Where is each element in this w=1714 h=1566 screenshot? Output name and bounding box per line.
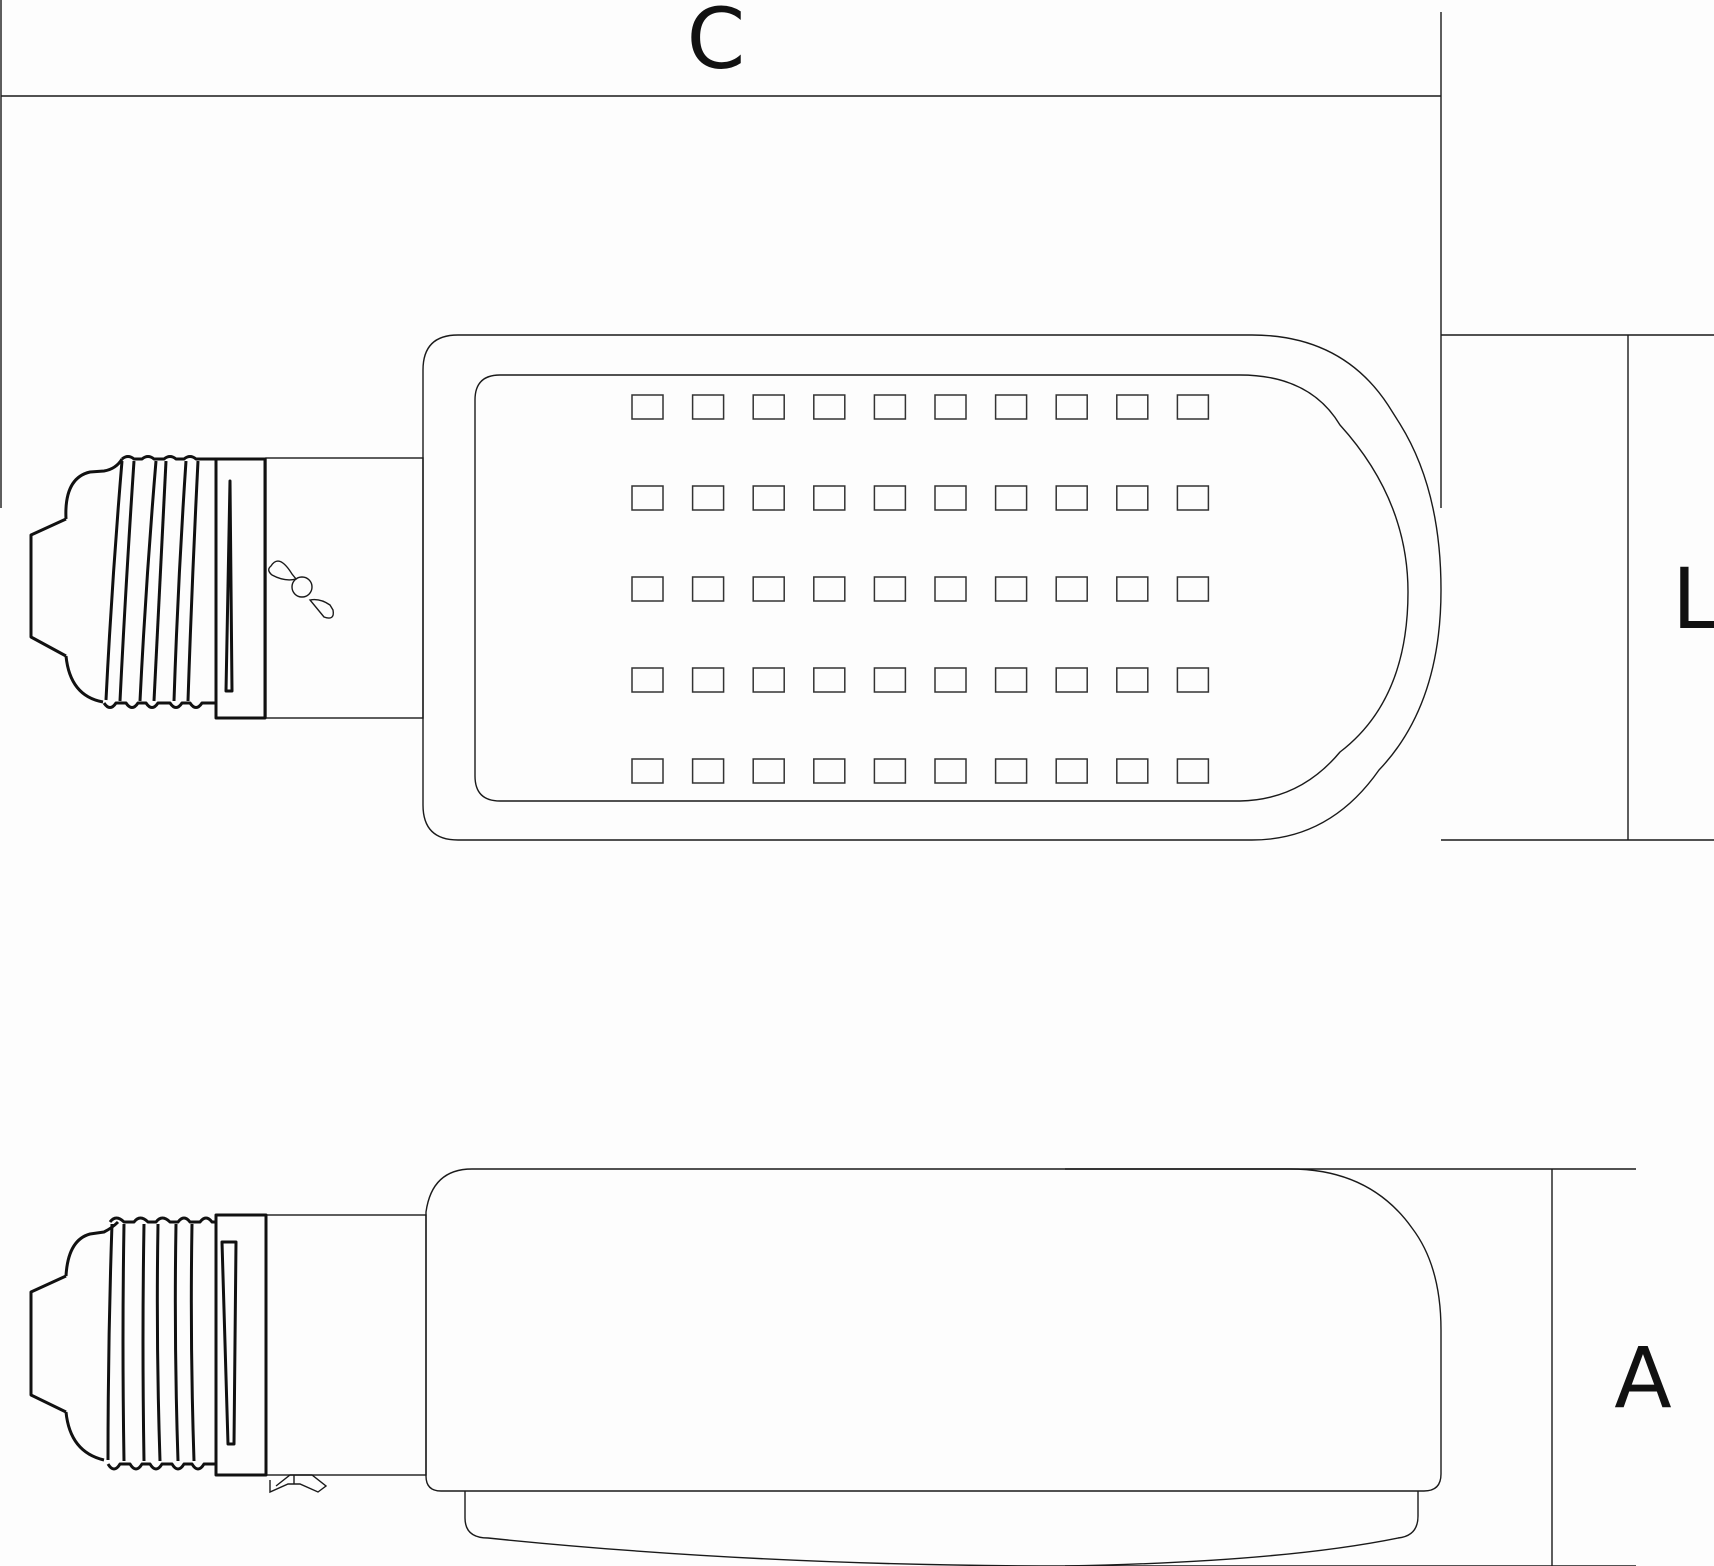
- led-chip: [1176, 485, 1210, 511]
- led-array: [631, 394, 1210, 784]
- led-chip: [1116, 758, 1149, 784]
- led-chip: [994, 758, 1028, 784]
- led-chip: [752, 758, 785, 784]
- led-chip: [873, 485, 907, 511]
- top-view-base-tip: [29, 517, 67, 658]
- led-chip: [1055, 667, 1088, 693]
- side-view-base-tip: [29, 1274, 67, 1414]
- led-chip: [691, 485, 725, 511]
- led-chip: [691, 576, 725, 602]
- dimension-l-label: L: [1672, 550, 1714, 648]
- dimension-l: L: [1441, 334, 1714, 841]
- thread-ridge: [186, 460, 200, 702]
- side-view-screw-base: [29, 1213, 268, 1477]
- led-chip: [1055, 485, 1088, 511]
- thread-ridge: [155, 1223, 162, 1462]
- led-chip: [934, 667, 967, 693]
- led-chip: [1116, 667, 1149, 693]
- led-chip: [813, 485, 846, 511]
- top-view-wing-nut: [268, 560, 334, 619]
- led-chip: [873, 394, 907, 420]
- side-view-neck: [265, 1214, 427, 1476]
- top-view-base-collar: [214, 457, 267, 720]
- led-chip: [873, 758, 907, 784]
- thread-ridge: [189, 1223, 196, 1462]
- led-chip: [873, 667, 907, 693]
- thread-ridge: [173, 1223, 180, 1462]
- led-chip: [631, 394, 664, 420]
- led-chip: [631, 758, 664, 784]
- led-chip: [1176, 758, 1210, 784]
- led-chip: [813, 667, 846, 693]
- led-chip: [752, 576, 785, 602]
- thread-ridge: [106, 1223, 114, 1461]
- top-view-housing-outer: [422, 334, 1442, 841]
- led-chip: [1176, 667, 1210, 693]
- top-view-screw-base: [29, 455, 267, 720]
- side-view-lens: [464, 1491, 1419, 1566]
- top-view-collar-groove: [224, 479, 234, 693]
- thread-ridge: [172, 460, 188, 702]
- side-view-base-shoulder: [64, 1220, 120, 1462]
- top-view: [29, 334, 1442, 841]
- top-view-neck: [265, 457, 424, 719]
- dimension-c-label: C: [687, 0, 746, 88]
- led-chip: [994, 394, 1028, 420]
- led-chip: [752, 485, 785, 511]
- led-chip: [994, 667, 1028, 693]
- led-chip: [934, 394, 967, 420]
- led-chip: [1176, 394, 1210, 420]
- led-chip: [1116, 485, 1149, 511]
- thread-ridge: [118, 460, 136, 702]
- dimension-c: C: [0, 0, 1442, 508]
- thread-ridge: [121, 1223, 126, 1462]
- side-view-wing-nut: [269, 1474, 328, 1494]
- thread-ridge: [152, 460, 168, 702]
- led-chip: [813, 394, 846, 420]
- led-chip: [752, 394, 785, 420]
- top-view-base-shoulder: [64, 458, 124, 704]
- led-chip: [813, 576, 846, 602]
- side-view: [29, 1168, 1442, 1566]
- led-chip: [691, 394, 725, 420]
- led-chip: [813, 758, 846, 784]
- led-chip: [934, 576, 967, 602]
- thread-ridge: [104, 460, 124, 701]
- led-chip: [691, 667, 725, 693]
- led-chip: [1055, 758, 1088, 784]
- led-chip: [1116, 576, 1149, 602]
- led-chip: [631, 485, 664, 511]
- thread-ridge: [141, 1223, 146, 1462]
- led-chip: [934, 758, 967, 784]
- led-chip: [631, 667, 664, 693]
- dimension-a-label: A: [1614, 1329, 1671, 1427]
- top-view-light-panel: [474, 374, 1409, 802]
- side-view-base-collar: [214, 1213, 268, 1477]
- led-chip: [1176, 576, 1210, 602]
- side-view-collar-groove: [220, 1240, 238, 1446]
- led-chip: [691, 758, 725, 784]
- led-chip: [934, 485, 967, 511]
- led-chip: [1055, 576, 1088, 602]
- led-chip: [994, 576, 1028, 602]
- led-chip: [1055, 394, 1088, 420]
- side-view-housing: [425, 1168, 1442, 1492]
- thread-ridge: [138, 460, 158, 702]
- led-chip: [752, 667, 785, 693]
- led-chip: [994, 485, 1028, 511]
- dimension-a: A: [1065, 1168, 1672, 1566]
- side-view-base-thread: [106, 1216, 216, 1471]
- top-view-base-thread: [102, 455, 218, 709]
- led-chip: [873, 576, 907, 602]
- led-chip: [1116, 394, 1149, 420]
- led-chip: [631, 576, 664, 602]
